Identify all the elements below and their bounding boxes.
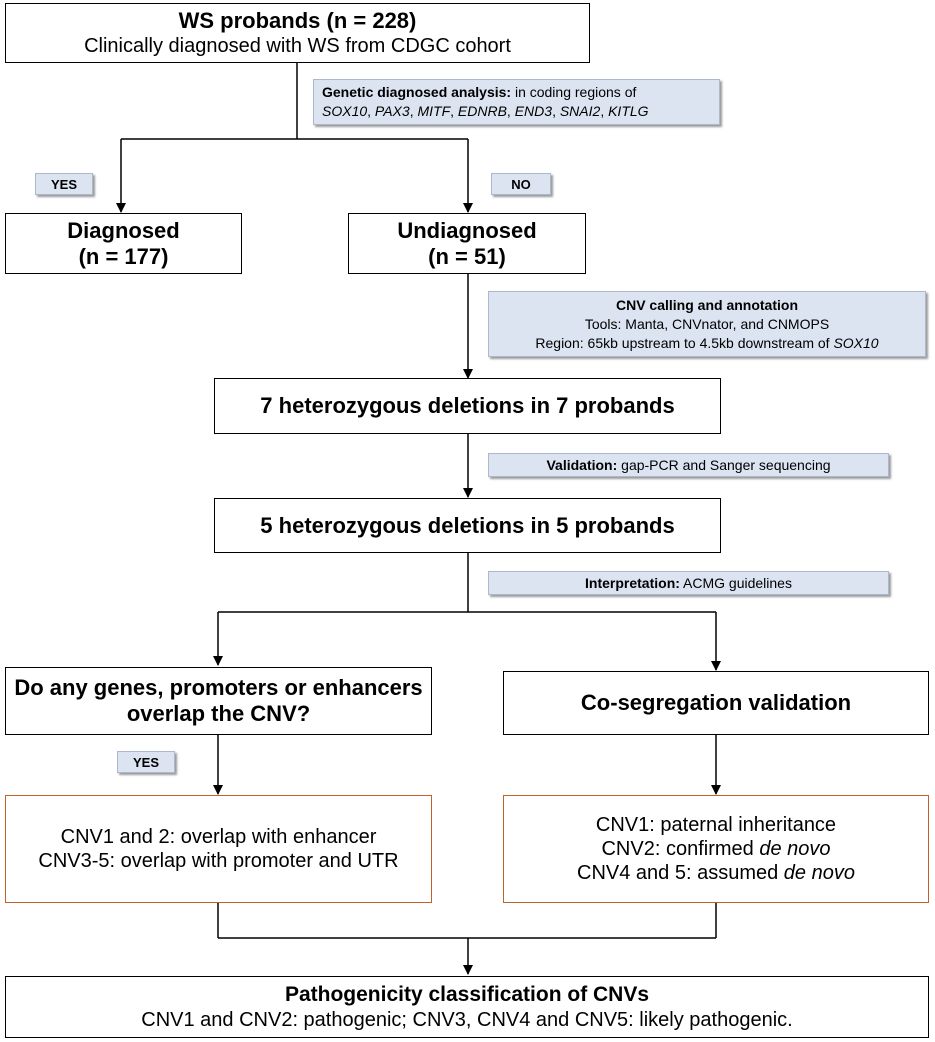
cnv-region-gene: SOX10 (833, 334, 879, 351)
pathogenicity-title: Pathogenicity classification of CNVs (284, 983, 650, 1006)
gene-sox10: SOX10 (322, 103, 368, 119)
cosegregation-title: Co-segregation validation (580, 690, 852, 715)
validation-label: Validation: (546, 456, 618, 473)
de-novo-assumed: de novo (783, 862, 855, 884)
interpretation-note: Interpretation: ACMG guidelines (488, 571, 889, 595)
validation-note: Validation: gap-PCR and Sanger sequencin… (488, 453, 889, 477)
gene-ednrb: EDNRB (457, 103, 507, 119)
overlap-question-line1: Do any genes, promoters or enhancers (14, 675, 423, 700)
pathogenicity-text: CNV1 and CNV2: pathogenic; CNV3, CNV4 an… (141, 1009, 793, 1031)
cnv-calling-region: Region: 65kb upstream to 4.5kb downstrea… (535, 334, 879, 351)
yes-tag-diagnosed: YES (35, 173, 93, 195)
deletions-7-text: 7 heterozygous deletions in 7 probands (260, 393, 675, 418)
validation-text: gap-PCR and Sanger sequencing (617, 456, 831, 473)
coseg-result-line3: CNV4 and 5: assumed de novo (577, 862, 855, 884)
diagnosed-count: (n = 177) (78, 243, 169, 269)
ws-probands-subtitle: Clinically diagnosed with WS from CDGC c… (84, 35, 511, 57)
overlap-question-line2: overlap the CNV? (126, 701, 311, 726)
gene-list: SOX10, PAX3, MITF, EDNRB, END3, SNAI2, K… (322, 103, 649, 119)
cnv-calling-note: CNV calling and annotation Tools: Manta,… (488, 291, 926, 357)
deletions-5-box: 5 heterozygous deletions in 5 probands (214, 498, 721, 553)
gene-snai2: SNAI2 (559, 103, 601, 119)
no-tag-undiagnosed: NO (491, 173, 551, 195)
deletions-7-box: 7 heterozygous deletions in 7 probands (214, 378, 721, 434)
overlap-question-box: Do any genes, promoters or enhancers ove… (5, 667, 432, 735)
coseg-result-line1: CNV1: paternal inheritance (595, 814, 837, 836)
gene-kitlg: KITLG (608, 103, 649, 119)
interpretation-label: Interpretation: (585, 574, 680, 591)
cosegregation-box: Co-segregation validation (503, 671, 929, 735)
yes-tag-overlap: YES (117, 751, 175, 773)
gene-pax3: PAX3 (374, 103, 410, 119)
gene-end3: END3 (514, 103, 553, 119)
overlap-result-line2: CNV3-5: overlap with promoter and UTR (38, 850, 399, 872)
gene-mitf: MITF (417, 103, 451, 119)
diagnosed-title: Diagnosed (67, 217, 180, 243)
undiagnosed-box: Undiagnosed (n = 51) (348, 213, 586, 274)
undiagnosed-count: (n = 51) (428, 243, 506, 269)
ws-probands-box: WS probands (n = 228) Clinically diagnos… (5, 3, 590, 63)
deletions-5-text: 5 heterozygous deletions in 5 probands (260, 512, 675, 538)
ws-probands-title: WS probands (n = 228) (178, 8, 417, 33)
genetic-analysis-label: Genetic diagnosed analysis: (322, 84, 512, 100)
genetic-analysis-note: Genetic diagnosed analysis: in coding re… (313, 79, 720, 125)
cnv-calling-title: CNV calling and annotation (615, 296, 798, 313)
cnv-calling-tools: Tools: Manta, CNVnator, and CNMOPS (584, 315, 830, 332)
undiagnosed-title: Undiagnosed (397, 217, 537, 243)
overlap-result-line1: CNV1 and 2: overlap with enhancer (60, 826, 377, 848)
diagnosed-box: Diagnosed (n = 177) (5, 213, 242, 274)
coseg-result-line2: CNV2: confirmed de novo (601, 838, 831, 860)
de-novo-confirmed: de novo (759, 838, 831, 860)
overlap-result-box: CNV1 and 2: overlap with enhancer CNV3-5… (5, 795, 432, 903)
genetic-analysis-text: in coding regions of (514, 84, 637, 100)
pathogenicity-box: Pathogenicity classification of CNVs CNV… (5, 976, 929, 1038)
cosegregation-result-box: CNV1: paternal inheritance CNV2: confirm… (503, 795, 929, 903)
interpretation-text: ACMG guidelines (679, 574, 792, 591)
